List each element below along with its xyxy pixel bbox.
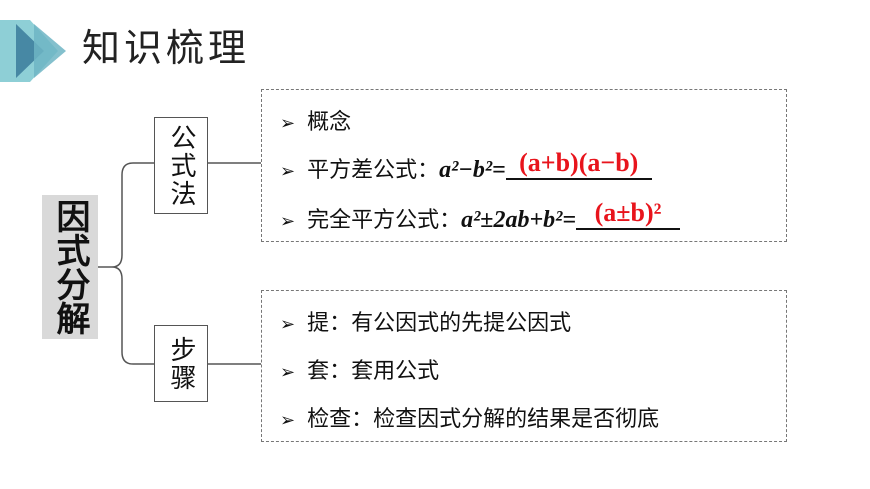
item-text: 套：套用公式 (307, 359, 440, 384)
list-item: ➢ 套：套用公式 (280, 353, 439, 385)
item-text: 提：有公因式的先提公因式 (307, 311, 572, 336)
list-item: ➢ 概念 (280, 104, 351, 136)
branch-formula-method: 公式法 (154, 117, 208, 214)
arrow-bullet-icon: ➢ (280, 211, 296, 232)
topic-box: 因式分解 (42, 195, 98, 339)
item-text: 概念 (307, 110, 352, 135)
item-text: 检查：检查因式分解的结果是否彻底 (307, 407, 660, 432)
branch-label: 步骤 (166, 335, 196, 392)
formula-details-box: ➢ 概念 ➢ 平方差公式： a²−b²= (a+b)(a−b) ➢ 完全平方公式… (261, 89, 787, 242)
arrow-bullet-icon: ➢ (280, 161, 296, 182)
header: 知识梳理 (0, 0, 870, 82)
formula: a²−b²= (439, 157, 506, 183)
item-prefix: 平方差公式： (307, 158, 440, 183)
double-chevron-right-icon (0, 20, 66, 82)
formula: a²±2ab+b²= (461, 207, 577, 233)
answer-blank: (a±b)² (576, 198, 681, 230)
arrow-bullet-icon: ➢ (280, 362, 296, 383)
page-title: 知识梳理 (82, 26, 251, 70)
arrow-bullet-icon: ➢ (280, 410, 296, 431)
list-item: ➢ 检查：检查因式分解的结果是否彻底 (280, 401, 659, 433)
branch-label: 公式法 (166, 123, 196, 208)
list-item: ➢ 平方差公式： a²−b²= (a+b)(a−b) (280, 148, 652, 186)
arrow-bullet-icon: ➢ (280, 314, 296, 335)
list-item: ➢ 提：有公因式的先提公因式 (280, 305, 571, 337)
topic-label: 因式分解 (50, 199, 90, 335)
branch-steps: 步骤 (154, 325, 208, 402)
arrow-bullet-icon: ➢ (280, 113, 296, 134)
answer-blank: (a+b)(a−b) (505, 148, 652, 180)
steps-details-box: ➢ 提：有公因式的先提公因式 ➢ 套：套用公式 ➢ 检查：检查因式分解的结果是否… (261, 290, 787, 442)
item-prefix: 完全平方公式： (307, 208, 462, 233)
list-item: ➢ 完全平方公式： a²±2ab+b²= (a±b)² (280, 198, 681, 236)
